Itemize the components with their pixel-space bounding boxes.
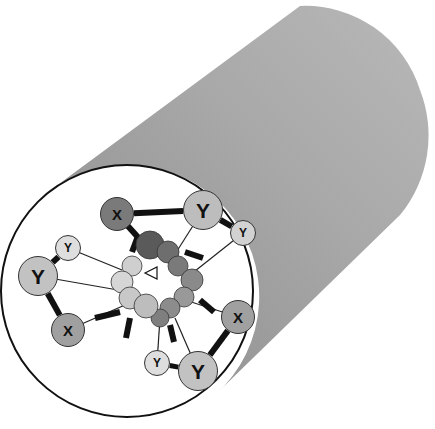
atom-label: Y (191, 361, 205, 382)
atom-label: Y (239, 227, 247, 239)
tube-face (1, 165, 253, 417)
bond-line (53, 257, 59, 262)
atom-circle: Y (55, 235, 81, 261)
thick-bonds (95, 214, 214, 342)
bond-line (134, 211, 183, 213)
atom-fill (52, 314, 85, 347)
atom-circle: X (51, 313, 85, 347)
atom-circle: Y (178, 351, 218, 391)
bond-line (220, 220, 231, 227)
atom-label: Y (31, 266, 45, 287)
atom-circle: Y (18, 256, 58, 296)
thin-bonds (38, 210, 243, 371)
atom-fill (222, 301, 255, 334)
atom-circle: X (221, 300, 255, 334)
atom-label: X (112, 207, 122, 222)
atom-circle: Y (183, 190, 223, 230)
atom-label: Y (153, 357, 161, 369)
atom-label: X (233, 310, 243, 325)
center-triangle (145, 267, 157, 279)
atom-label: Y (196, 200, 210, 221)
atom-circle: Y (230, 220, 256, 246)
bond-line (48, 293, 60, 315)
atom-fill (145, 351, 170, 376)
bond-line (170, 365, 179, 367)
bond-line (210, 331, 228, 355)
atom-label: Y (64, 242, 72, 254)
atom-fill (101, 198, 134, 231)
core-atoms (111, 231, 203, 327)
atom-fill (179, 352, 218, 391)
atom-fill (231, 221, 256, 246)
atom-label: X (63, 323, 73, 338)
atom-circle: X (100, 197, 134, 231)
atom-fill (56, 236, 81, 261)
atom-circle: Y (144, 350, 170, 376)
atom-fill (184, 191, 223, 230)
atom-fill (19, 257, 58, 296)
